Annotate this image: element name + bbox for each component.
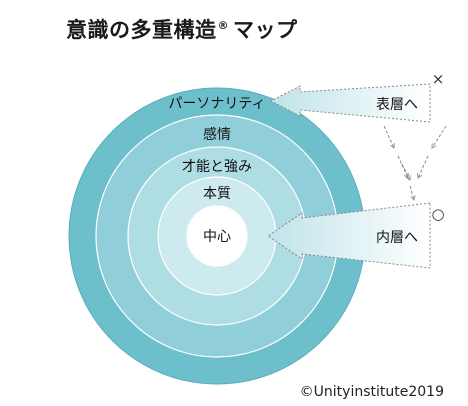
title-main: 意識の多重構造 — [66, 18, 217, 42]
converge-arrow-3 — [409, 185, 416, 201]
converge-arrow-2 — [397, 155, 409, 179]
converging-arrows — [383, 125, 447, 201]
inner-arrow — [267, 202, 431, 269]
converge-arrow-1 — [383, 125, 395, 149]
layer-label-emotion: 感情 — [203, 126, 231, 143]
page-title: 意識の多重構造® マップ — [66, 14, 298, 44]
converge-arrow-5 — [417, 155, 429, 179]
layer-ring-center — [186, 205, 248, 267]
copyright-notice: ©Unityinstitute2019 — [299, 384, 444, 400]
inner-arrow-label: 内層へ — [376, 230, 418, 246]
surface-cross-mark: × — [432, 70, 445, 88]
surface-arrow — [269, 83, 431, 123]
title-suffix: マップ — [233, 18, 298, 42]
converge-arrow-6 — [401, 163, 411, 181]
layer-label-talent: 才能と強み — [182, 159, 252, 175]
layer-label-personality: パーソナリティ — [168, 96, 265, 112]
layer-label-essence: 本質 — [203, 186, 231, 202]
inner-circle-mark: ○ — [431, 205, 444, 223]
layer-label-center: 中心 — [203, 229, 231, 245]
surface-arrow-label: 表層へ — [376, 97, 418, 113]
converge-arrow-4 — [431, 125, 447, 149]
registered-mark: ® — [217, 19, 229, 32]
